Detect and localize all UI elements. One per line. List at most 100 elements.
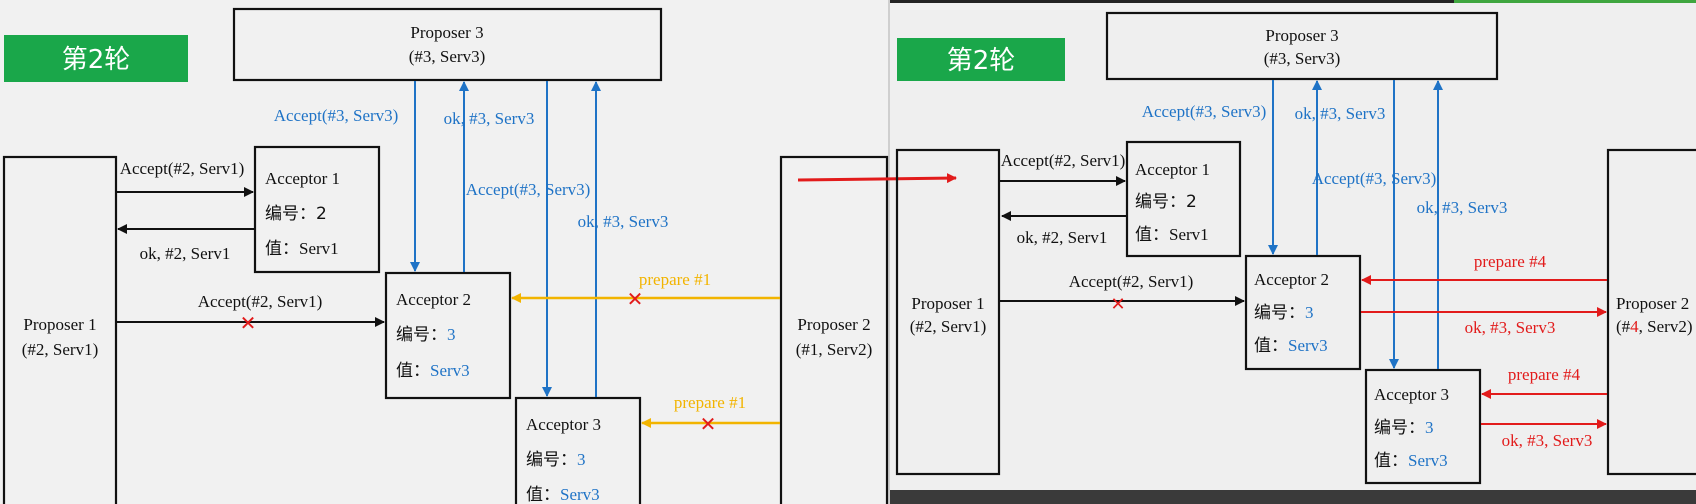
label-prepare-a3-right: prepare #4 bbox=[1508, 365, 1581, 384]
round-badge-right-label: 第2轮 bbox=[947, 46, 1016, 76]
num-label: 编号： bbox=[1135, 192, 1186, 212]
label-ok-a2-p3: ok, #3, Serv3 bbox=[444, 109, 535, 128]
label-ok-a2-p3-right: ok, #3, Serv3 bbox=[1295, 104, 1386, 123]
proposer2-box bbox=[779, 155, 889, 504]
label-prepare-a2-right: prepare #4 bbox=[1474, 252, 1547, 271]
acceptor1-val-right: 值：Serv1 bbox=[1135, 225, 1209, 245]
panel-divider bbox=[888, 0, 890, 504]
proposer1-name-right: Proposer 1 bbox=[911, 294, 984, 313]
p2-value-num: 4 bbox=[1630, 317, 1639, 336]
acceptor1-num-right: 编号：2 bbox=[1135, 192, 1197, 212]
top-bar-accent bbox=[1454, 0, 1696, 3]
left-diagram: 第2轮 Proposer 3 (#3, Serv3) Proposer 1 (#… bbox=[2, 7, 889, 504]
label-accept-p3-a3-right: Accept(#3, Serv3) bbox=[1312, 169, 1437, 188]
num-label: 编号： bbox=[265, 204, 316, 224]
acceptor3-name: Acceptor 3 bbox=[526, 415, 601, 434]
acceptor3-val-right: 值：Serv3 bbox=[1374, 451, 1448, 471]
num-value: 3 bbox=[577, 450, 586, 469]
acceptor2-val: 值：Serv3 bbox=[396, 361, 470, 381]
proposer3-name-right: Proposer 3 bbox=[1265, 26, 1338, 45]
acceptor2-name: Acceptor 2 bbox=[396, 290, 471, 309]
acceptor3-box bbox=[514, 396, 642, 504]
acceptor3-num: 编号：3 bbox=[526, 450, 586, 470]
left-panel bbox=[0, 0, 888, 504]
proposer3-value: (#3, Serv3) bbox=[409, 47, 485, 66]
round-badge-right bbox=[897, 38, 1065, 81]
val-value: Serv3 bbox=[430, 361, 470, 380]
proposer2-name-right: Proposer 2 bbox=[1616, 294, 1689, 313]
val-label: 值： bbox=[265, 239, 299, 259]
acceptor1-name-right: Acceptor 1 bbox=[1135, 160, 1210, 179]
right-panel bbox=[890, 0, 1696, 504]
num-value: 3 bbox=[1305, 303, 1314, 322]
proposer2-value-right: (#4, Serv2) bbox=[1616, 317, 1693, 336]
val-label: 值： bbox=[396, 361, 430, 381]
proposer3-value-right: (#3, Serv3) bbox=[1264, 49, 1340, 68]
num-value: 3 bbox=[447, 325, 456, 344]
val-label: 值： bbox=[526, 485, 560, 504]
right-diagram: 第2轮 Proposer 3 (#3, Serv3) Proposer 1 (#… bbox=[895, 11, 1696, 485]
x-mark-prepare-a2: ✕ bbox=[627, 287, 644, 311]
label-prepare-a3: prepare #1 bbox=[674, 393, 746, 412]
label-ok-a1-p1: ok, #2, Serv1 bbox=[140, 244, 231, 263]
num-label: 编号： bbox=[1374, 418, 1425, 438]
label-prepare-a2: prepare #1 bbox=[639, 270, 711, 289]
proposer1-box-right bbox=[895, 148, 1001, 476]
proposer1-name: Proposer 1 bbox=[23, 315, 96, 334]
proposer3-box-right bbox=[1105, 11, 1499, 81]
acceptor1-num: 编号：2 bbox=[265, 204, 327, 224]
acceptor2-box bbox=[384, 271, 512, 400]
label-accept-p3-a2: Accept(#3, Serv3) bbox=[274, 106, 399, 125]
label-accept-p3-a3: Accept(#3, Serv3) bbox=[466, 180, 591, 199]
p2-value-pre: (# bbox=[1616, 317, 1631, 336]
acceptor3-box-right bbox=[1364, 368, 1482, 485]
proposer3-box bbox=[232, 7, 663, 82]
proposer3-name: Proposer 3 bbox=[410, 23, 483, 42]
proposer1-value: (#2, Serv1) bbox=[22, 340, 98, 359]
label-ok-a3-p2-right: ok, #3, Serv3 bbox=[1502, 431, 1593, 450]
val-value: Serv3 bbox=[1288, 336, 1328, 355]
label-accept-p1-a1-right: Accept(#2, Serv1) bbox=[1001, 151, 1126, 170]
acceptor3-num-right: 编号：3 bbox=[1374, 418, 1434, 438]
val-label: 值： bbox=[1254, 336, 1288, 356]
acceptor1-box-right bbox=[1125, 140, 1242, 258]
transition-arrow bbox=[797, 173, 957, 184]
label-ok-a3-p3-right: ok, #3, Serv3 bbox=[1417, 198, 1508, 217]
proposer1-value-right: (#2, Serv1) bbox=[910, 317, 986, 336]
proposer2-value: (#1, Serv2) bbox=[796, 340, 872, 359]
proposer1-box bbox=[2, 155, 118, 504]
bottom-bar bbox=[890, 490, 1696, 504]
acceptor2-box-right bbox=[1244, 254, 1362, 371]
num-label: 编号： bbox=[526, 450, 577, 470]
x-mark-prepare-a3: ✕ bbox=[700, 412, 717, 436]
proposer2-box-right bbox=[1606, 148, 1696, 476]
label-ok-a2-p2-right: ok, #3, Serv3 bbox=[1465, 318, 1556, 337]
num-value: 2 bbox=[316, 204, 327, 224]
acceptor3-name-right: Acceptor 3 bbox=[1374, 385, 1449, 404]
label-accept-p1-a2-right: Accept(#2, Serv1) bbox=[1069, 272, 1194, 291]
val-value: Serv1 bbox=[299, 239, 339, 258]
label-ok-a3-p3: ok, #3, Serv3 bbox=[578, 212, 669, 231]
acceptor1-name: Acceptor 1 bbox=[265, 169, 340, 188]
num-value: 2 bbox=[1186, 192, 1197, 212]
label-ok-a1-p1-right: ok, #2, Serv1 bbox=[1017, 228, 1108, 247]
label-accept-p1-a2: Accept(#2, Serv1) bbox=[198, 292, 323, 311]
val-label: 值： bbox=[1374, 451, 1408, 471]
round-badge bbox=[4, 35, 188, 82]
acceptor2-num-right: 编号：3 bbox=[1254, 303, 1314, 323]
proposer2-name: Proposer 2 bbox=[797, 315, 870, 334]
x-mark-p1-a2-right: ✕ bbox=[1110, 294, 1125, 315]
num-label: 编号： bbox=[1254, 303, 1305, 323]
acceptor1-box bbox=[253, 145, 381, 274]
val-value: Serv3 bbox=[1408, 451, 1448, 470]
label-accept-p3-a2-right: Accept(#3, Serv3) bbox=[1142, 102, 1267, 121]
x-mark-p1-a2: ✕ bbox=[240, 311, 257, 335]
val-value: Serv1 bbox=[1169, 225, 1209, 244]
num-label: 编号： bbox=[396, 325, 447, 345]
label-accept-p1-a1: Accept(#2, Serv1) bbox=[120, 159, 245, 178]
p2-value-post: , Serv2) bbox=[1639, 317, 1693, 336]
acceptor2-num: 编号：3 bbox=[396, 325, 456, 345]
acceptor1-val: 值：Serv1 bbox=[265, 239, 339, 259]
acceptor2-name-right: Acceptor 2 bbox=[1254, 270, 1329, 289]
